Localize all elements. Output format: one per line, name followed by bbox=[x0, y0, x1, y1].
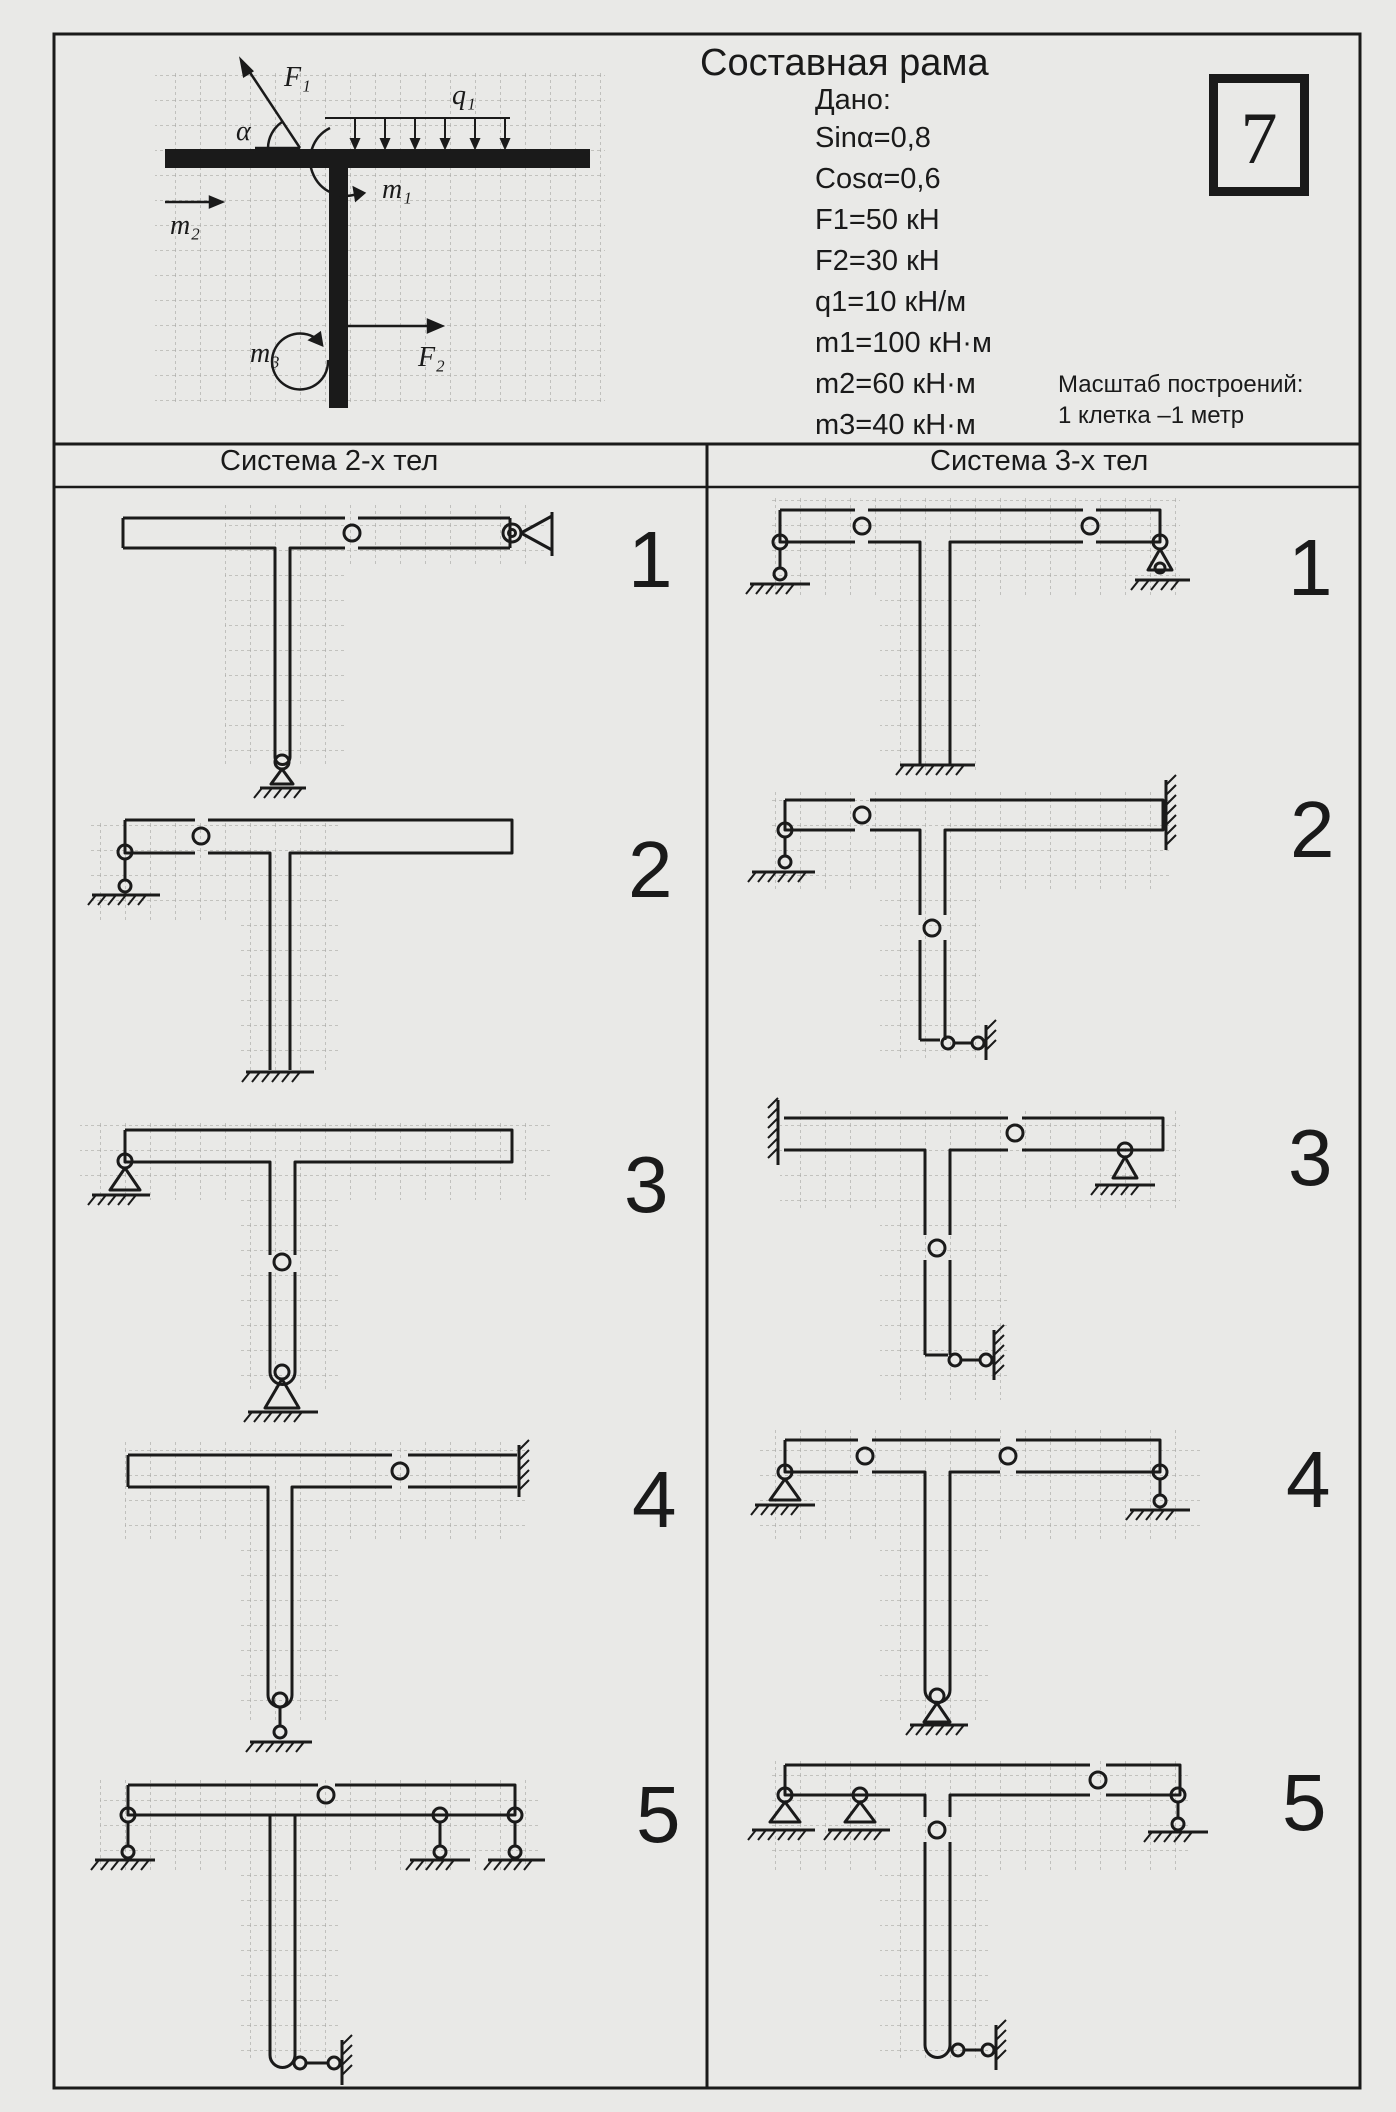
scheme-left-3 bbox=[80, 1120, 550, 1423]
scheme-right-5 bbox=[747, 1760, 1208, 2070]
variant-badge: 7 bbox=[1209, 74, 1309, 196]
given-sin: Sinα=0,8 bbox=[815, 122, 931, 154]
variant-label-right-3: 3 bbox=[1288, 1113, 1333, 1202]
given-F1: F1=50 кН bbox=[815, 204, 940, 236]
scheme-left-4 bbox=[125, 1439, 530, 1753]
label-m1: m₁ bbox=[382, 174, 412, 205]
variant-label-left-1: 1 bbox=[628, 515, 673, 604]
given-m2: m2=60 кН·м bbox=[815, 368, 976, 400]
variant-label-left-3: 3 bbox=[624, 1140, 669, 1229]
main-vertical-column bbox=[329, 160, 348, 408]
variant-label-left-5: 5 bbox=[636, 1770, 681, 1859]
scheme-left-2 bbox=[87, 818, 514, 1083]
m3-moment-arrow bbox=[270, 330, 330, 391]
main-frame-diagram bbox=[155, 56, 605, 408]
given-F2: F2=30 кН bbox=[815, 245, 940, 277]
scale-value: 1 клетка –1 метр bbox=[1058, 402, 1245, 429]
scheme-right-4 bbox=[750, 1430, 1200, 1736]
given-m1: m1=100 кН·м bbox=[815, 327, 992, 359]
variant-number: 7 bbox=[1240, 98, 1278, 180]
scheme-right-1 bbox=[745, 495, 1190, 776]
variant-label-right-5: 5 bbox=[1282, 1758, 1327, 1847]
F1-force-arrow bbox=[239, 56, 302, 150]
column-heading-two-bodies: Система 2-х тел bbox=[220, 445, 439, 477]
scale-title: Масштаб построений: bbox=[1058, 371, 1304, 398]
q1-distributed-load bbox=[325, 117, 511, 151]
table-frame bbox=[52, 32, 1362, 2090]
variant-label-right-1: 1 bbox=[1288, 523, 1333, 612]
scheme-right-3 bbox=[767, 1097, 1180, 1400]
scheme-left-1 bbox=[121, 505, 554, 799]
given-heading: Дано: bbox=[815, 84, 891, 116]
main-diagram-grid bbox=[155, 70, 605, 405]
variant-label-right-4: 4 bbox=[1286, 1435, 1331, 1524]
variant-label-right-2: 2 bbox=[1290, 785, 1335, 874]
label-q1: q₁ bbox=[452, 80, 476, 111]
given-q1: q1=10 кН/м bbox=[815, 286, 967, 318]
variant-label-left-2: 2 bbox=[628, 825, 673, 914]
label-m3: m₃ bbox=[250, 338, 280, 369]
F2-force-arrow bbox=[348, 318, 446, 334]
label-alpha: α bbox=[236, 116, 251, 147]
given-cos: Cosα=0,6 bbox=[815, 163, 941, 195]
scheme-left-5 bbox=[90, 1780, 545, 2085]
label-F2: F₂ bbox=[418, 342, 445, 373]
label-F1: F₁ bbox=[284, 62, 311, 93]
m1-moment-arrow bbox=[308, 126, 367, 203]
label-m2: m₂ bbox=[170, 210, 200, 241]
m2-moment-arrow bbox=[165, 195, 226, 209]
variant-label-left-4: 4 bbox=[632, 1455, 677, 1544]
column-heading-three-bodies: Система 3-х тел bbox=[930, 445, 1149, 477]
given-m3: m3=40 кН·м bbox=[815, 409, 976, 441]
scheme-right-2 bbox=[747, 774, 1177, 1060]
page-title: Составная рама bbox=[700, 42, 989, 84]
main-horizontal-beam bbox=[165, 149, 590, 168]
